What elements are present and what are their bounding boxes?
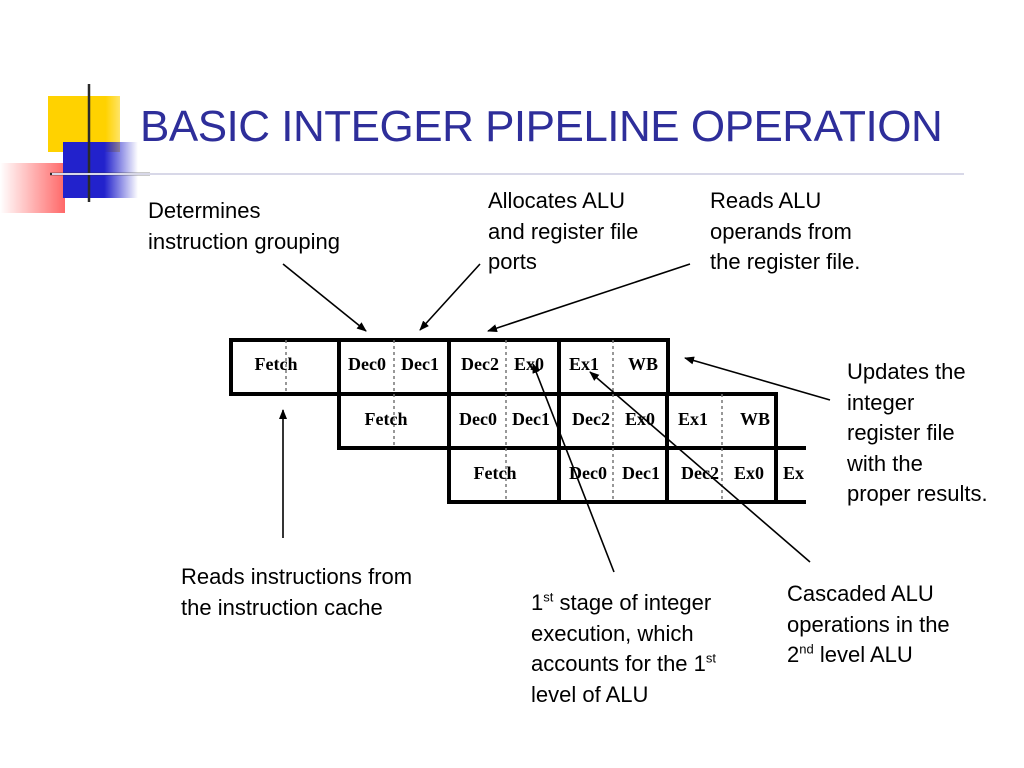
annotation-reads-instructions: Reads instructions from the instruction … [181,562,412,623]
stage-dec0: Dec0 [348,354,386,374]
stage-dec2: Dec2 [461,354,499,374]
stage-dec0: Dec0 [569,463,607,483]
annotation-cascaded-alu: Cascaded ALU operations in the 2nd level… [787,579,950,671]
stage-dec2: Dec2 [681,463,719,483]
stage-dec0: Dec0 [459,409,497,429]
annotation-line: and register file [488,218,639,244]
arrow-reads-alu [487,263,691,332]
stage-wb: WB [628,354,658,374]
stage-dec2: Dec2 [572,409,610,429]
annotation-line: Cascaded ALU [787,581,934,606]
arrow-updates [684,356,831,401]
stage-dec1: Dec1 [622,463,660,483]
annotation-updates-register-file: Updates the integer register file with t… [847,357,988,510]
slide-title: BASIC INTEGER PIPELINE OPERATION [140,102,943,151]
annotation-line: register file [847,420,955,445]
title-divider [52,173,964,175]
annotation-line: the register file. [710,249,861,274]
annotation-line: Updates the [847,359,966,384]
annotation-line: operands from [710,218,852,244]
stage-fetch: Fetch [365,409,408,429]
annotation-line: operations in the [787,611,950,637]
arrow-cascaded [589,371,811,563]
annotation-line: the instruction cache [181,594,383,620]
annotation-arrows [279,263,831,573]
stage-ex1: Ex1 [569,354,599,374]
annotation-first-stage-execution: 1st stage of integer execution, which ac… [531,588,716,710]
annotation-line: ports [488,249,537,274]
stage-ex0: Ex0 [734,463,764,483]
annotation-line: level of ALU [531,681,649,707]
annotation-line: integer [847,389,915,415]
stage-ex0: Ex0 [514,354,544,374]
stage-ex1: Ex [783,463,804,483]
pipeline-row-1: Fetch Dec0 Dec1 Dec2 Ex0 Ex1 WB [229,338,670,396]
stage-dec1: Dec1 [512,409,550,429]
stage-fetch: Fetch [474,463,517,483]
annotation-line: accounts for the 1st [531,650,717,676]
stage-fetch: Fetch [255,354,298,374]
arrow-allocates [419,263,481,331]
stage-ex1: Ex1 [678,409,708,429]
annotation-line: with the [847,450,923,476]
annotation-instruction-grouping: Determines instruction grouping [148,196,340,257]
annotation-reads-alu-operands: Reads ALU operands from the register fil… [710,186,860,278]
arrow-grouping [282,263,367,332]
stage-wb: WB [740,409,770,429]
pipeline-row-2: Fetch Dec0 Dec1 Dec2 Ex0 Ex1 WB [337,392,778,450]
annotation-line: Allocates ALU [488,188,625,213]
annotation-line: 1st stage of integer [531,589,712,615]
pipeline-grid: Fetch Dec0 Dec1 Dec2 Ex0 Ex1 WB Fetch De… [229,338,806,504]
annotation-line: 2nd level ALU [787,641,913,667]
stage-ex0: Ex0 [625,409,655,429]
annotation-line: instruction grouping [148,228,341,254]
arrow-first-stage [532,363,615,573]
annotation-allocates-alu: Allocates ALU and register file ports [488,186,638,278]
annotation-line: execution, which [531,620,694,646]
stage-dec1: Dec1 [401,354,439,374]
annotation-line: Reads ALU [710,188,822,213]
pipeline-row-3: Fetch Dec0 Dec1 Dec2 Ex0 Ex [447,446,806,504]
annotation-line: proper results. [847,481,988,506]
annotation-line: Reads instructions from [181,564,413,589]
annotation-line: Determines [148,198,261,223]
